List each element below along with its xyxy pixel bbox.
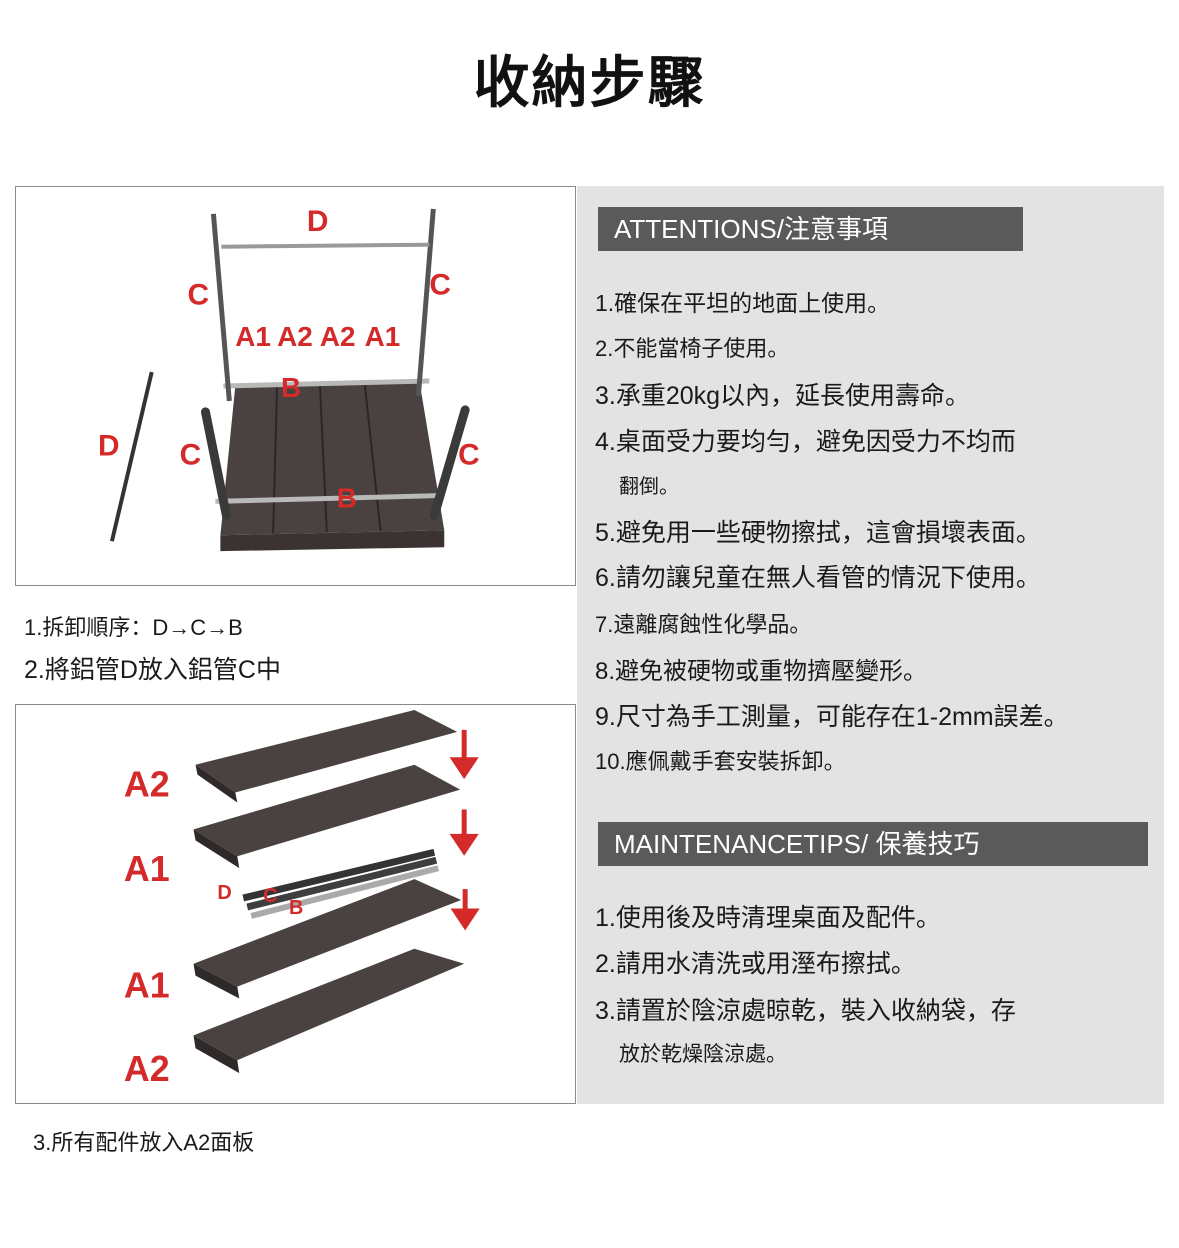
panel-a1-lower-edge [193, 963, 240, 999]
step-2-text: 2.將鋁管D放入鋁管C中 [24, 656, 281, 684]
tube-d-top [221, 242, 430, 249]
attention-item-9: 9.尺寸為手工測量，可能存在1-2mm誤差。 [595, 703, 1069, 731]
down-arrow-icon [450, 908, 480, 931]
tube-c-left-upper [210, 213, 232, 402]
attention-item-1: 1.確保在平坦的地面上使用。 [595, 290, 891, 316]
label-tube-c: C [263, 885, 277, 907]
label-c-left-upper: C [188, 278, 210, 311]
tube-c-right-lower [429, 405, 470, 520]
label-c-right-lower: C [458, 439, 480, 472]
label-a2-top: A2 [124, 765, 170, 805]
attention-item-8: 8.避免被硬物或重物擠壓變形。 [595, 658, 928, 685]
storage-diagram: A2 A1 A1 A2 D C B [15, 704, 576, 1104]
table-top-panel [220, 381, 445, 536]
attention-item-6: 6.請勿讓兒童在無人看管的情況下使用。 [595, 564, 1041, 592]
attention-item-7: 7.遠離腐蝕性化學品。 [595, 612, 812, 637]
panel-seam [318, 383, 328, 533]
panel-a2-bottom [193, 948, 465, 1061]
label-a1-lower: A1 [124, 966, 170, 1006]
tube-bundle-c [246, 856, 438, 911]
panel-seam [272, 384, 279, 534]
label-a2-bottom: A2 [124, 1049, 170, 1089]
maintenance-item-1: 1.使用後及時清理桌面及配件。 [595, 904, 941, 932]
label-a1-upper: A1 [124, 849, 170, 889]
label-a2-left: A2 [277, 321, 313, 352]
attention-item-4-cont: 翻倒。 [619, 476, 679, 498]
panel-a1-upper [193, 764, 461, 857]
attentions-header: ATTENTIONS/注意事項 [598, 207, 1023, 251]
panel-seam [363, 382, 382, 532]
tube-b-upper [223, 378, 430, 389]
panel-a2-top-edge [195, 764, 238, 803]
panel-a2-bottom-edge [193, 1035, 240, 1074]
panel-stacking-illustration: A2 A1 A1 A2 D C B [124, 709, 480, 1089]
table-disassembly-illustration: D C C A1 A2 A2 A1 B D C C B [98, 205, 480, 552]
attention-item-4: 4.桌面受力要均勻，避免因受力不均而 [595, 428, 1016, 456]
label-a2-right: A2 [320, 321, 356, 352]
tube-bundle-d [242, 848, 436, 902]
maintenance-item-3-cont: 放於乾燥陰涼處。 [619, 1043, 787, 1066]
panel-a2-top [195, 709, 458, 793]
label-c-right-upper: C [429, 268, 451, 301]
tube-b-lower [215, 492, 445, 504]
tube-bundle-b [250, 865, 440, 919]
table-top-edge [220, 530, 445, 552]
label-tube-d: D [217, 882, 231, 904]
label-tube-b: B [289, 897, 303, 919]
maintenance-item-2: 2.請用水清洗或用溼布擦拭。 [595, 950, 916, 978]
label-b-lower: B [337, 482, 357, 513]
step-1-text: 1.拆卸順序：D→C→B [24, 615, 243, 640]
step-3-text: 3.所有配件放入A2面板 [33, 1130, 255, 1155]
label-d-top: D [307, 205, 329, 238]
attention-item-5: 5.避免用一些硬物擦拭，這會損壞表面。 [595, 519, 1041, 547]
page-title: 收納步驟 [473, 51, 706, 116]
tube-c-left-lower [200, 407, 231, 520]
label-d-left: D [98, 430, 120, 463]
panel-a1-lower [193, 879, 462, 987]
disassembly-diagram: D C C A1 A2 A2 A1 B D C C B [15, 186, 576, 586]
maintenance-header: MAINTENANCETIPS/ 保養技巧 [598, 822, 1148, 866]
maintenance-item-3: 3.請置於陰涼處晾乾，裝入收納袋，存 [595, 997, 1016, 1025]
label-a1-right: A1 [365, 321, 401, 352]
attention-item-2: 2.不能當椅子使用。 [595, 336, 790, 361]
label-c-left-lower: C [180, 439, 202, 472]
tube-d-loose [109, 371, 154, 542]
attention-item-10: 10.應佩戴手套安裝拆卸。 [595, 749, 846, 774]
attention-item-3: 3.承重20kg以內，延長使用壽命。 [595, 382, 971, 410]
label-a1-left: A1 [235, 321, 271, 352]
label-b-upper: B [281, 372, 301, 403]
down-arrow-icon [449, 833, 479, 856]
panel-a1-upper-edge [193, 829, 240, 869]
down-arrow-icon [449, 757, 479, 780]
tube-c-right-upper [415, 208, 436, 397]
info-box: ATTENTIONS/注意事項 1.確保在平坦的地面上使用。 2.不能當椅子使用… [577, 186, 1164, 1104]
